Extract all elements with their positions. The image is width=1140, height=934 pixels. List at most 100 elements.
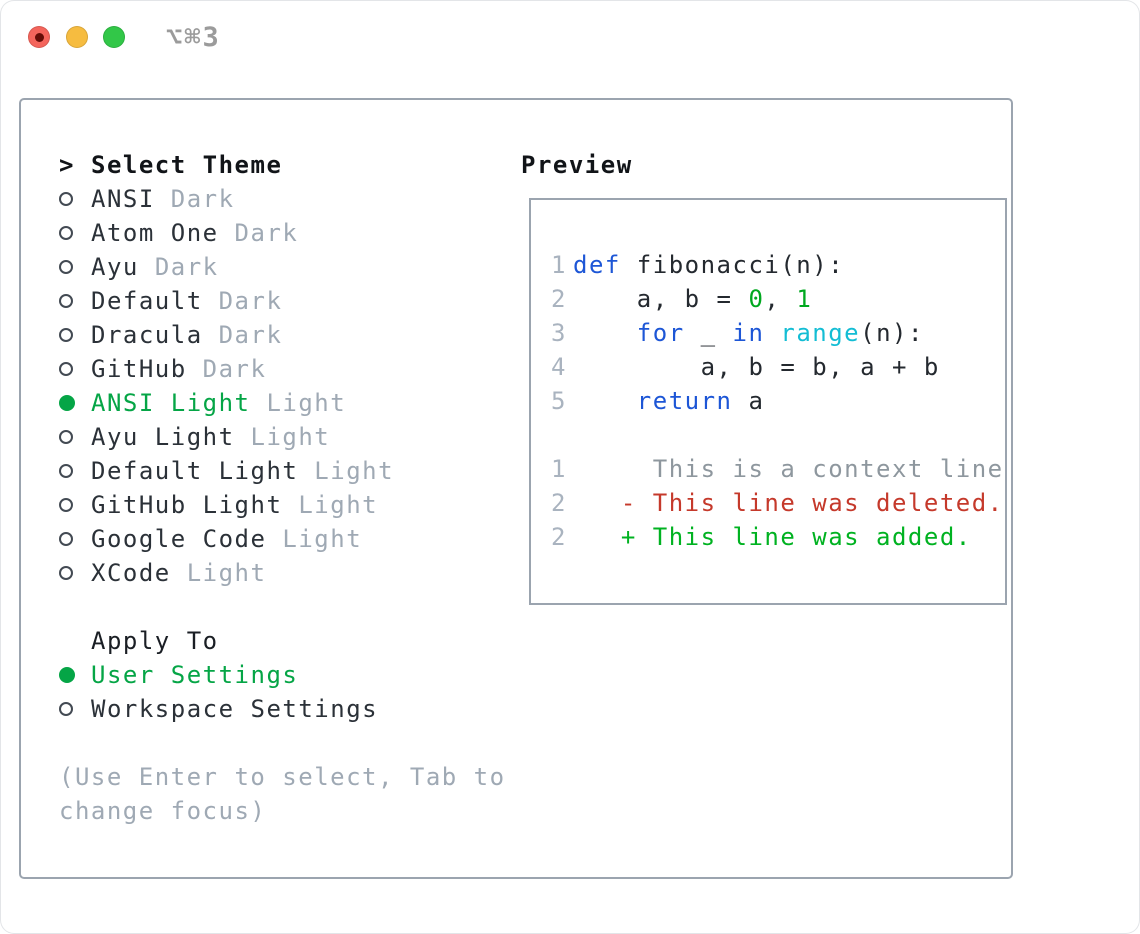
theme-option-default-light[interactable]: Default Light Light <box>59 454 521 488</box>
theme-name: Ayu Light <box>91 423 235 451</box>
cursor-caret-icon: > <box>59 151 75 179</box>
radio-icon <box>59 532 75 546</box>
minimize-button-icon[interactable] <box>66 26 88 48</box>
radio-dot-icon <box>59 430 73 444</box>
theme-option-label: Ayu Dark <box>91 253 219 281</box>
preview-code-line: 2 + This line was added. <box>551 520 1005 554</box>
theme-variant-tag: Dark <box>218 321 283 349</box>
theme-name: Dracula <box>91 321 203 349</box>
theme-variant-tag: Light <box>186 559 267 587</box>
code-text: a, b = b, a + b <box>573 353 940 381</box>
radio-icon <box>59 192 75 206</box>
radio-dot-icon <box>59 395 75 411</box>
theme-name: Atom One <box>91 219 219 247</box>
theme-name: XCode <box>91 559 171 587</box>
radio-dot-icon <box>59 702 73 716</box>
theme-option-label: Default Light Light <box>91 457 394 485</box>
radio-dot-icon <box>59 532 73 546</box>
radio-dot-icon <box>59 328 73 342</box>
code-text: + This line was added. <box>573 523 972 551</box>
theme-option-label: Default Dark <box>91 287 282 315</box>
code-text: - This line was deleted. <box>573 489 1004 517</box>
radio-dot-icon <box>59 362 73 376</box>
line-number: 1 <box>551 455 567 483</box>
apply-option-label: User Settings <box>91 661 299 689</box>
theme-option-label: Google Code Light <box>91 525 362 553</box>
line-number: 3 <box>551 319 567 347</box>
preview-code-line: 3 for _ in range(n): <box>551 316 1005 350</box>
preview-code-line: 2 - This line was deleted. <box>551 486 1005 520</box>
preview-code-line: 2 a, b = 0, 1 <box>551 282 1005 316</box>
theme-option-label: XCode Light <box>91 559 266 587</box>
preview-code-line: 1 This is a context line. <box>551 452 1005 486</box>
radio-icon <box>59 226 75 240</box>
window-title: ⌥⌘3 <box>166 22 221 53</box>
theme-variant-tag: Dark <box>170 185 235 213</box>
theme-option-ansi[interactable]: ANSI Dark <box>59 182 521 216</box>
radio-dot-icon <box>59 192 73 206</box>
radio-icon <box>59 498 75 512</box>
apply-option-label: Workspace Settings <box>91 695 379 723</box>
theme-option-github-light[interactable]: GitHub Light Light <box>59 488 521 522</box>
theme-variant-tag: Light <box>282 525 363 553</box>
select-theme-heading: > Select Theme <box>59 148 521 182</box>
theme-option-ayu[interactable]: Ayu Dark <box>59 250 521 284</box>
title-bar: ⌥⌘3 <box>0 0 1140 72</box>
theme-option-ayu-light[interactable]: Ayu Light Light <box>59 420 521 454</box>
line-number: 2 <box>551 523 567 551</box>
theme-option-default[interactable]: Default Dark <box>59 284 521 318</box>
line-number: 2 <box>551 489 567 517</box>
apply-option-user-settings[interactable]: User Settings <box>59 658 521 692</box>
theme-variant-tag: Light <box>266 389 347 417</box>
theme-name: ANSI <box>91 185 155 213</box>
radio-selected-icon <box>59 395 75 411</box>
apply-to-heading: Apply To <box>59 624 521 658</box>
theme-option-github[interactable]: GitHub Dark <box>59 352 521 386</box>
line-number: 1 <box>551 251 567 279</box>
theme-option-ansi-light[interactable]: ANSI Light Light <box>59 386 521 420</box>
radio-icon <box>59 260 75 274</box>
radio-icon <box>59 430 75 444</box>
preview-code-line: 5 return a <box>551 384 1005 418</box>
radio-icon <box>59 566 75 580</box>
code-text: a, b = 0, 1 <box>573 285 813 313</box>
spacer <box>59 726 521 760</box>
radio-icon <box>59 328 75 342</box>
theme-name: Ayu <box>91 253 139 281</box>
theme-variant-tag: Light <box>314 457 395 485</box>
select-theme-title: Select Theme <box>91 151 283 179</box>
radio-icon <box>59 294 75 308</box>
line-number: 2 <box>551 285 567 313</box>
apply-to-title: Apply To <box>91 627 219 655</box>
theme-option-google-code[interactable]: Google Code Light <box>59 522 521 556</box>
theme-variant-tag: Light <box>250 423 331 451</box>
zoom-button-icon[interactable] <box>103 26 125 48</box>
theme-option-label: Ayu Light Light <box>91 423 330 451</box>
theme-option-atom-one[interactable]: Atom One Dark <box>59 216 521 250</box>
theme-variant-tag: Dark <box>154 253 219 281</box>
radio-selected-icon <box>59 667 75 683</box>
close-button-icon[interactable] <box>28 26 50 48</box>
radio-icon <box>59 702 75 716</box>
theme-option-label: ANSI Light Light <box>91 389 346 417</box>
theme-name: GitHub <box>91 355 187 383</box>
theme-variant-tag: Dark <box>234 219 299 247</box>
radio-dot-icon <box>59 464 73 478</box>
theme-option-label: Dracula Dark <box>91 321 282 349</box>
theme-option-label: GitHub Dark <box>91 355 266 383</box>
radio-icon <box>59 464 75 478</box>
line-number: 4 <box>551 353 567 381</box>
theme-option-dracula[interactable]: Dracula Dark <box>59 318 521 352</box>
apply-option-workspace-settings[interactable]: Workspace Settings <box>59 692 521 726</box>
theme-name: GitHub Light <box>91 491 283 519</box>
preview-code-line: 4 a, b = b, a + b <box>551 350 1005 384</box>
theme-option-xcode[interactable]: XCode Light <box>59 556 521 590</box>
theme-name: ANSI Light <box>91 389 251 417</box>
radio-dot-icon <box>59 667 75 683</box>
